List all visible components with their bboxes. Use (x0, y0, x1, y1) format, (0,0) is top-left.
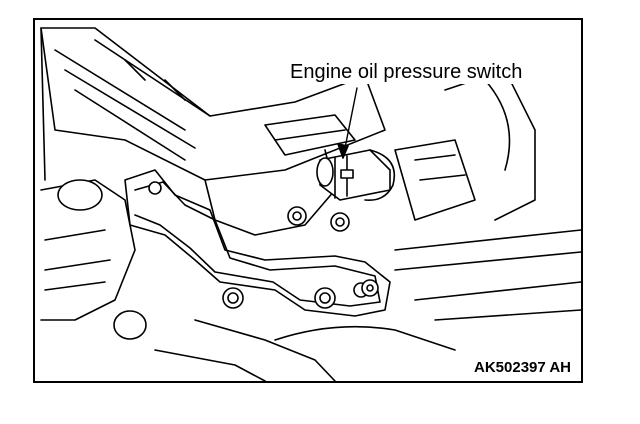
service-illustration: Engine oil pressure switch AK502397 AH (33, 18, 583, 383)
oil-pressure-switch (316, 149, 395, 202)
left-block (40, 179, 147, 340)
arrow-leader-icon (337, 87, 358, 159)
bolts (222, 206, 379, 309)
right-cylinder (394, 69, 536, 221)
callout-label: Engine oil pressure switch (287, 60, 526, 84)
engine-line-drawing (40, 27, 581, 381)
lower-housing (154, 229, 581, 381)
figure-id: AK502397 AH (472, 359, 573, 377)
upper-housing (40, 27, 386, 236)
